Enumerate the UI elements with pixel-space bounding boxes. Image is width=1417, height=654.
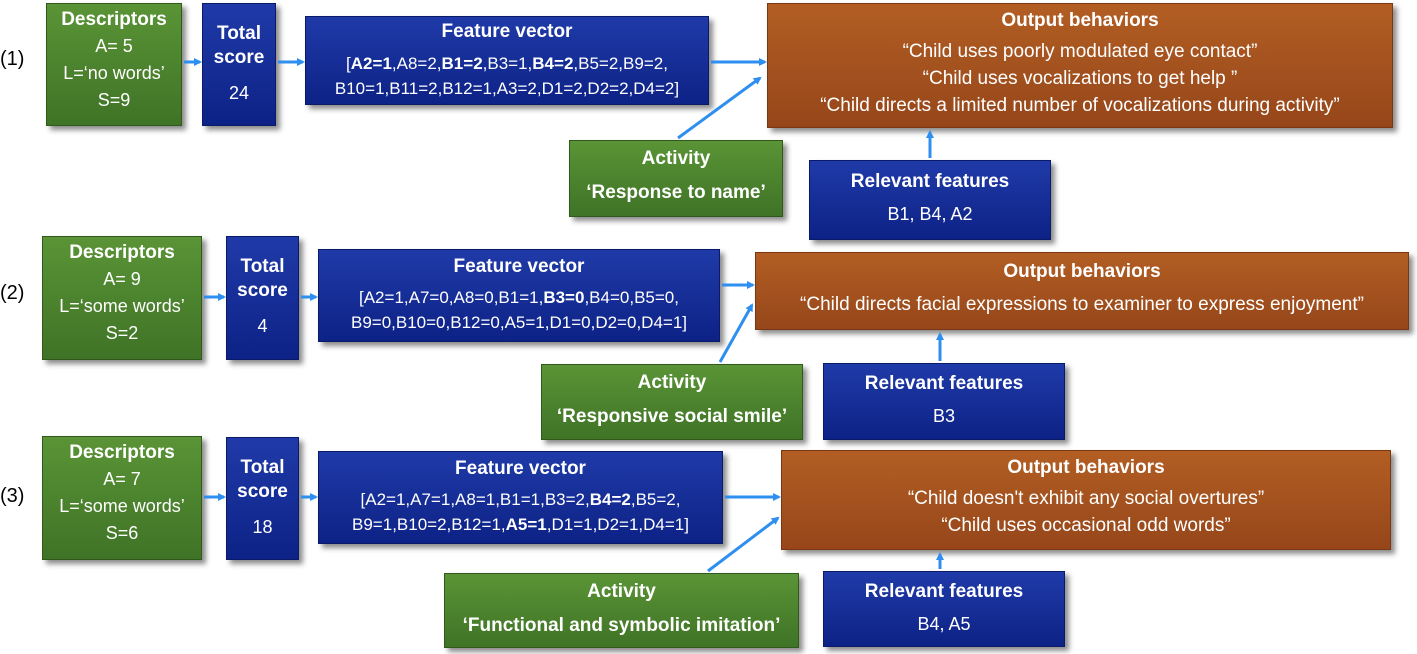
- relevant-features-box-1: Relevant features B1, B4, A2: [809, 160, 1051, 240]
- row-label-2: (2): [0, 282, 25, 304]
- relevant-features-value: B4, A5: [917, 614, 971, 634]
- feature-value: B9=0,B10=0,B12=0,A5=1,D1=0,D2=0,D4=1]: [350, 313, 687, 332]
- arrow-activity-to-output-2: [718, 303, 754, 363]
- activity-title: Activity: [637, 372, 707, 393]
- feature-value: ,A8=2,: [391, 54, 442, 73]
- total-score-value: 18: [252, 517, 273, 537]
- output-behavior-line: “Child directs a limited number of vocal…: [820, 95, 1340, 116]
- descriptor-a: A= 5: [95, 36, 133, 56]
- relevant-features-value: B3: [932, 406, 956, 426]
- descriptors-title: Descriptors: [69, 442, 175, 463]
- activity-name: ‘Functional and symbolic imitation’: [462, 615, 781, 636]
- total-score-box-2: Total score 4: [226, 236, 299, 360]
- arrow-activity-to-output-1: [677, 76, 762, 140]
- activity-box-2: Activity ‘Responsive social smile’: [541, 364, 803, 440]
- relevant-features-value: B1, B4, A2: [887, 204, 973, 224]
- feature-value-highlighted: B4=2: [532, 54, 574, 73]
- descriptor-l: L=‘some words’: [59, 296, 185, 316]
- feature-value: ,B5=2,B9=2,: [573, 54, 668, 73]
- feature-value-highlighted: B4=2: [589, 490, 631, 509]
- descriptors-title: Descriptors: [61, 9, 167, 30]
- feature-vector-box-2: Feature vector [A2=1,A7=0,A8=0,B1=1,B3=0…: [318, 249, 720, 342]
- total-title: Total: [240, 256, 285, 277]
- descriptor-a: A= 7: [103, 469, 141, 489]
- feature-value: ,B5=2,: [630, 490, 681, 509]
- activity-name: ‘Responsive social smile’: [556, 406, 788, 427]
- total-score-box-3: Total score 18: [226, 437, 299, 560]
- activity-name: ‘Response to name’: [586, 182, 766, 203]
- activity-title: Activity: [641, 148, 711, 169]
- feature-value-highlighted: B3=0: [543, 288, 585, 307]
- total-score-box-1: Total score 24: [202, 3, 276, 126]
- arrow-activity-to-output-3: [707, 516, 780, 573]
- feature-vector-title: Feature vector: [455, 458, 586, 479]
- output-behavior-line: “Child uses occasional odd words”: [941, 515, 1231, 536]
- total-title: Total: [217, 23, 261, 44]
- feature-vector-box-3: Feature vector [A2=1,A7=1,A8=1,B1=1,B3=2…: [318, 451, 723, 544]
- feature-vector-title: Feature vector: [453, 256, 585, 277]
- relevant-features-title: Relevant features: [850, 171, 1010, 192]
- score-title: score: [237, 481, 288, 502]
- feature-vector-title: Feature vector: [441, 21, 573, 42]
- score-title: score: [237, 280, 288, 301]
- descriptors-box-3: Descriptors A= 7 L=‘some words’ S=6: [42, 436, 202, 560]
- feature-vector-line1: [A2=1,A7=0,A8=0,B1=1,B3=0,B4=0,B5=0,: [319, 285, 719, 310]
- feature-value: [: [346, 54, 351, 73]
- feature-value-highlighted: A2=1: [350, 54, 392, 73]
- output-behaviors-title: Output behaviors: [1007, 457, 1165, 478]
- relevant-features-title: Relevant features: [864, 581, 1024, 602]
- descriptor-s: S=9: [97, 90, 131, 110]
- feature-value: ,B3=1,: [482, 54, 533, 73]
- output-behavior-line: “Child directs facial expressions to exa…: [800, 294, 1364, 315]
- output-behavior-line: “Child uses poorly modulated eye contact…: [902, 41, 1258, 62]
- relevant-features-box-2: Relevant features B3: [823, 363, 1065, 440]
- feature-vector-line1: [A2=1,A7=1,A8=1,B1=1,B3=2,B4=2,B5=2,: [319, 487, 722, 512]
- output-behavior-line: “Child doesn't exhibit any social overtu…: [907, 488, 1265, 509]
- feature-vector-box-1: Feature vector [A2=1,A8=2,B1=2,B3=1,B4=2…: [305, 16, 709, 105]
- feature-vector-line2: B9=0,B10=0,B12=0,A5=1,D1=0,D2=0,D4=1]: [319, 310, 719, 335]
- output-behavior-line: “Child uses vocalizations to get help ”: [922, 68, 1238, 89]
- descriptor-s: S=6: [105, 523, 139, 543]
- total-title: Total: [240, 457, 285, 478]
- feature-value: ,B4=0,B5=0,: [584, 288, 679, 307]
- feature-value-highlighted: B1=2: [441, 54, 483, 73]
- feature-vector-line2: B10=1,B11=2,B12=1,A3=2,D1=2,D2=2,D4=2]: [306, 76, 708, 101]
- output-behaviors-box-1: Output behaviors “Child uses poorly modu…: [767, 3, 1393, 128]
- descriptors-box-2: Descriptors A= 9 L=‘some words’ S=2: [42, 236, 202, 360]
- activity-title: Activity: [587, 581, 656, 602]
- row-label-1: (1): [0, 48, 25, 70]
- total-score-value: 24: [228, 83, 250, 103]
- feature-value: [A2=1,A7=0,A8=0,B1=1,: [359, 288, 544, 307]
- feature-value-highlighted: A5=1: [505, 515, 547, 534]
- output-behaviors-box-2: Output behaviors “Child directs facial e…: [755, 252, 1409, 330]
- output-behaviors-box-3: Output behaviors “Child doesn't exhibit …: [781, 450, 1391, 550]
- descriptor-s: S=2: [105, 323, 139, 343]
- descriptors-title: Descriptors: [69, 242, 175, 263]
- descriptor-a: A= 9: [103, 269, 141, 289]
- descriptors-box-1: Descriptors A= 5 L=‘no words’ S=9: [46, 3, 182, 126]
- total-score-value: 4: [257, 316, 268, 336]
- feature-value: B9=1,B10=2,B12=1,: [352, 515, 506, 534]
- relevant-features-box-3: Relevant features B4, A5: [823, 571, 1065, 647]
- feature-value: B10=1,B11=2,B12=1,A3=2,D1=2,D2=2,D4=2]: [334, 79, 680, 98]
- feature-vector-line2: B9=1,B10=2,B12=1,A5=1,D1=1,D2=1,D4=1]: [319, 512, 722, 537]
- output-behaviors-title: Output behaviors: [1003, 261, 1161, 282]
- descriptor-l: L=‘no words’: [63, 63, 165, 83]
- score-title: score: [213, 47, 265, 68]
- relevant-features-title: Relevant features: [864, 373, 1024, 394]
- feature-vector-line1: [A2=1,A8=2,B1=2,B3=1,B4=2,B5=2,B9=2,: [306, 51, 708, 76]
- output-behaviors-title: Output behaviors: [1001, 10, 1159, 31]
- descriptor-l: L=‘some words’: [59, 496, 185, 516]
- activity-box-1: Activity ‘Response to name’: [569, 140, 783, 217]
- activity-box-3: Activity ‘Functional and symbolic imitat…: [444, 573, 799, 648]
- row-label-3: (3): [0, 485, 25, 507]
- feature-value: [A2=1,A7=1,A8=1,B1=1,B3=2,: [360, 490, 590, 509]
- feature-value: ,D1=1,D2=1,D4=1]: [546, 515, 689, 534]
